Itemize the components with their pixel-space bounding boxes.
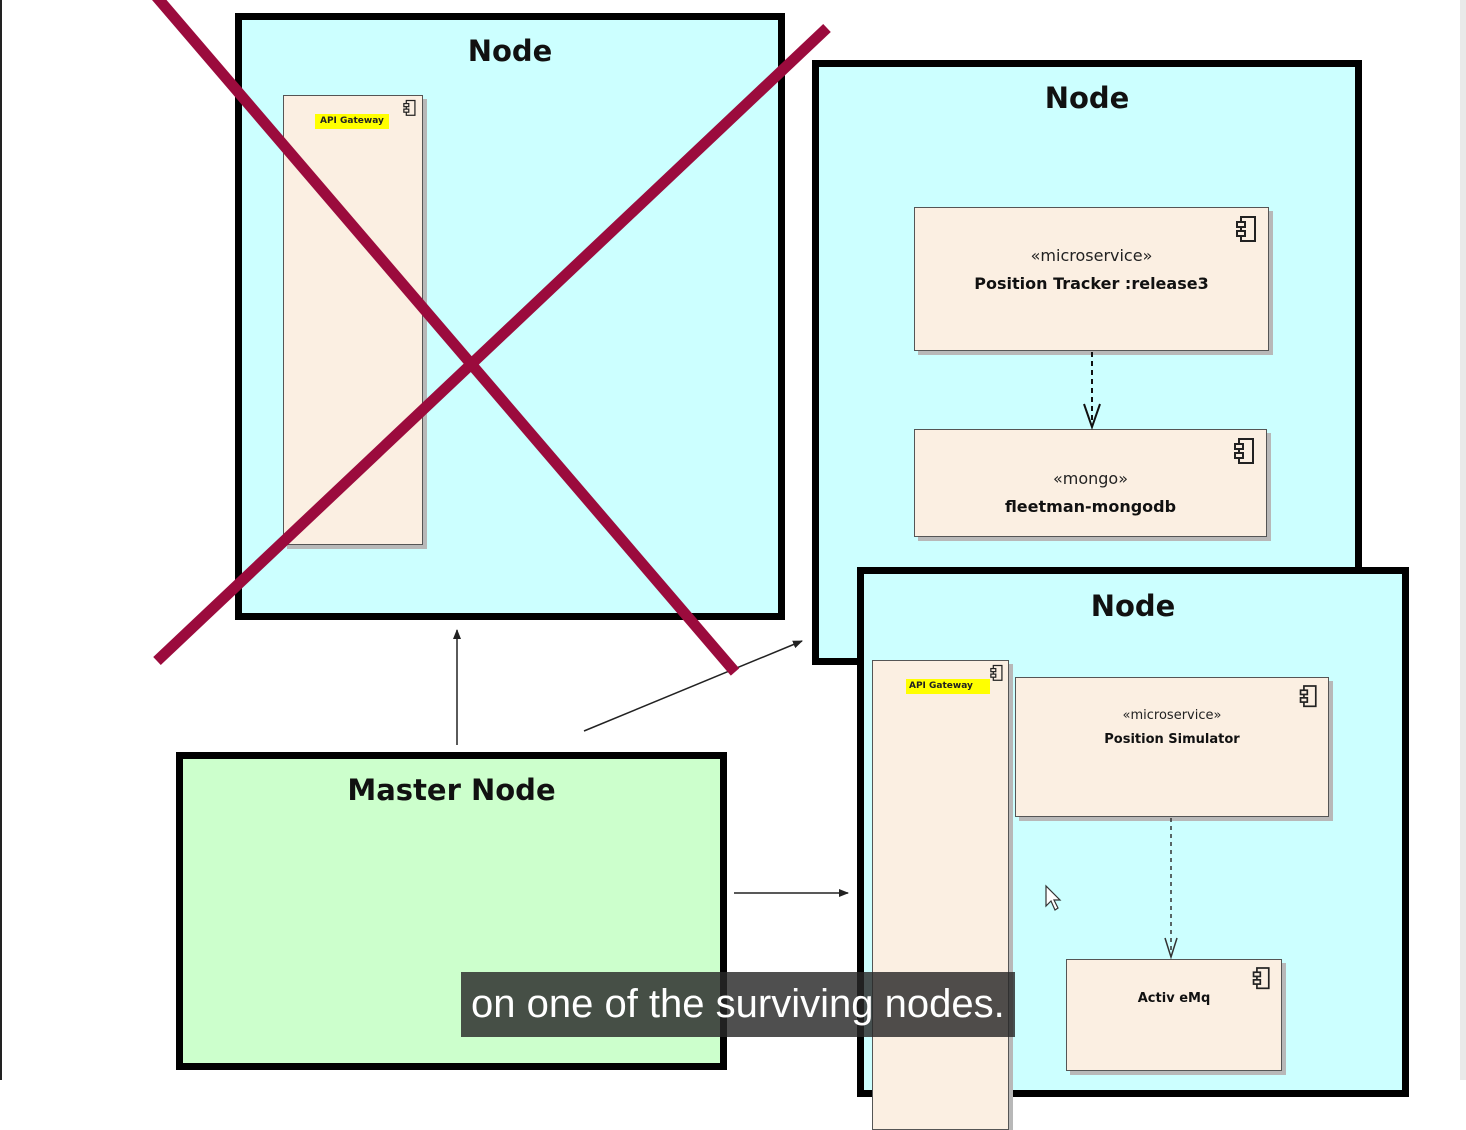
node-title: Node [467, 34, 553, 68]
cross-out-line [152, 0, 740, 676]
mongodb-component[interactable]: «mongo» fleetman-mongodb [914, 429, 1267, 537]
master-to-node-arrow [583, 640, 803, 732]
api-gateway-label: API Gateway [315, 114, 389, 129]
component-name: fleetman-mongodb [1004, 497, 1177, 516]
api-gateway-component[interactable]: API Gateway [872, 660, 1009, 1130]
component-stereotype: «mongo» [1052, 469, 1129, 488]
position-tracker-component[interactable]: «microservice» Position Tracker :release… [914, 207, 1269, 351]
component-icon [403, 99, 416, 116]
diagram-overlay [152, 0, 1178, 960]
window-left-border [0, 0, 2, 1080]
node-title: Node [1044, 81, 1130, 115]
dependency-arrowhead [1164, 937, 1178, 960]
component-stereotype: «microservice» [1122, 708, 1222, 723]
component-name: Position Simulator [1104, 732, 1240, 747]
mouse-pointer-icon [1045, 884, 1062, 911]
component-name: Activ eMq [1137, 991, 1211, 1006]
node-title: Master Node [347, 773, 556, 807]
node-top-left[interactable]: Node API Gateway [235, 13, 785, 620]
node-title: Node [1090, 589, 1176, 623]
cross-out-line [153, 24, 831, 665]
dependency-arrowhead [1083, 403, 1101, 431]
component-icon [1252, 967, 1270, 990]
component-icon [1236, 216, 1256, 242]
component-icon [1299, 685, 1317, 708]
component-stereotype: «microservice» [1030, 246, 1153, 265]
node-bottom-right[interactable]: Node API Gateway «microservice» Position… [857, 567, 1409, 1130]
api-gateway-label: API Gateway [906, 679, 990, 694]
activemq-component[interactable]: Activ eMq [1066, 959, 1282, 1071]
window-right-edge [1460, 0, 1466, 1080]
video-caption: on one of the surviving nodes. [461, 972, 1015, 1037]
position-simulator-component[interactable]: «microservice» Position Simulator [1015, 677, 1329, 817]
component-name: Position Tracker :release3 [974, 274, 1209, 293]
component-icon [1234, 438, 1254, 464]
component-icon [990, 664, 1003, 681]
